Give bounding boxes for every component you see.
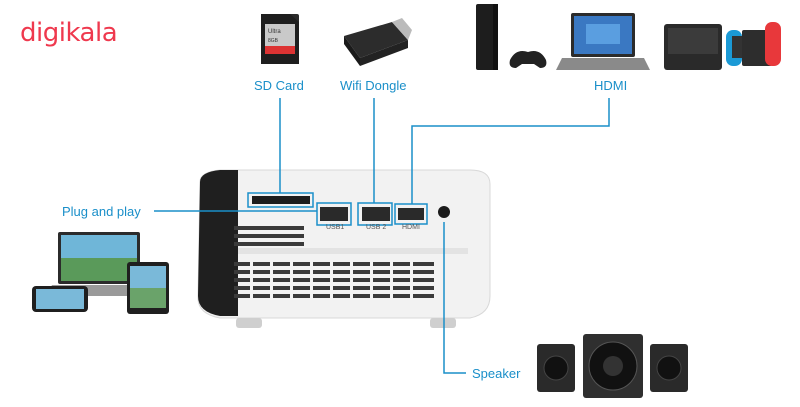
switch-console-image: [664, 22, 781, 70]
usb2-callout-box: [357, 202, 393, 226]
speakers-image: [537, 334, 688, 398]
digikala-logo: digikala: [20, 18, 118, 48]
sd-card-capacity: 8GB: [268, 38, 279, 44]
sd-card-brand: Ultra: [268, 29, 281, 35]
usb2-port-label: USB 2: [366, 224, 387, 231]
usb2-port: [362, 207, 390, 221]
usb1-port: [320, 207, 348, 221]
hdmi-label: HDMI: [594, 78, 628, 93]
plug-and-play-label: Plug and play: [62, 204, 141, 219]
wifi-dongle-label: Wifi Dongle: [340, 78, 407, 93]
hdmi-laptop-image: [556, 13, 650, 70]
sd-card-label: SD Card: [254, 78, 304, 93]
sd-card-slot: [252, 196, 310, 204]
sd-card-image: Ultra 8GB: [261, 14, 299, 64]
speaker-callout-line: [443, 222, 466, 374]
wifi-dongle-image: [344, 18, 412, 66]
usb1-port-label: USB1: [326, 224, 345, 231]
hdmi-port: [398, 208, 424, 220]
hdmi-callout-line: [411, 98, 610, 204]
game-console-image: [476, 4, 547, 70]
hdmi-callout-box: [394, 203, 428, 225]
plug-and-play-devices-image: [32, 232, 169, 314]
usb1-callout-box: [316, 202, 352, 226]
audio-jack: [438, 206, 450, 218]
projector-image: [197, 169, 491, 328]
speaker-label: Speaker: [472, 366, 521, 381]
hdmi-port-label: HDMI: [402, 224, 420, 231]
